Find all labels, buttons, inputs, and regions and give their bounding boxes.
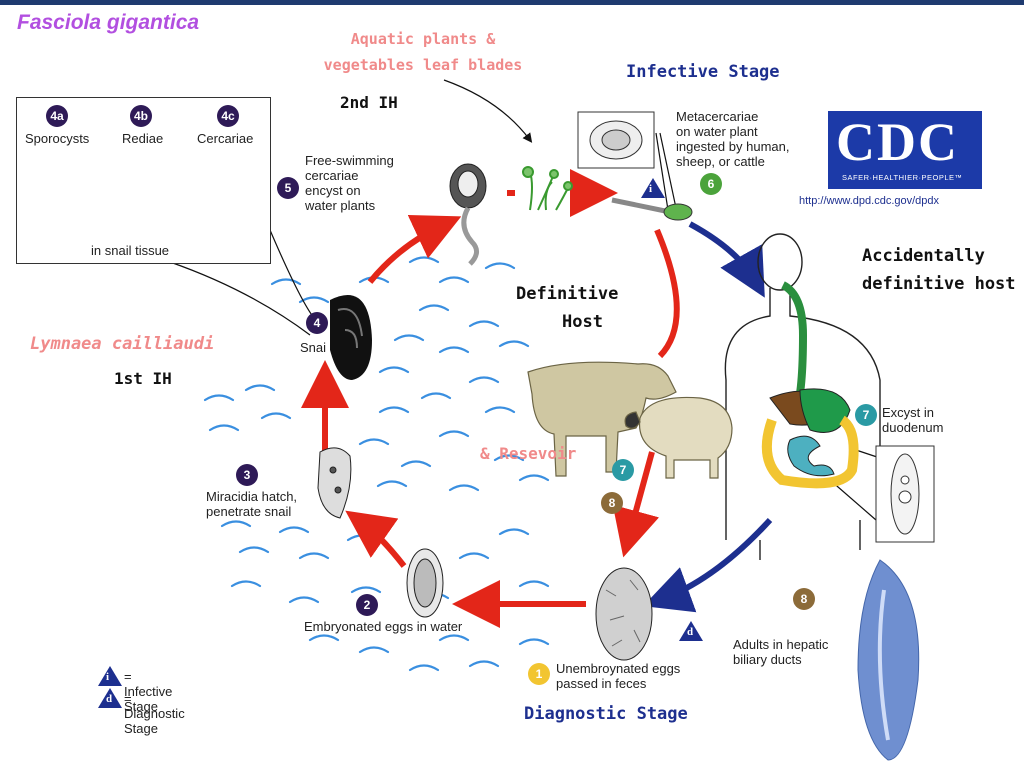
cdc-url[interactable]: http://www.dpd.cdc.gov/dpdx — [799, 195, 940, 207]
step-2-text: Embryonated eggs in water — [304, 619, 463, 634]
step-3-text-line1: Miracidia hatch, — [206, 489, 298, 504]
step-6-text-line4: sheep, or cattle — [676, 154, 765, 169]
rediae-label: Rediae — [122, 131, 164, 146]
blue-arrows — [643, 221, 773, 613]
step-1-text-line2: passed in feces — [556, 676, 647, 691]
embryonated-egg-drawing — [406, 548, 444, 618]
step-7-animal-badge: 7 — [612, 459, 634, 481]
legend-diagnostic-icon: d — [98, 688, 122, 708]
step-4-badge: 4 — [306, 312, 328, 334]
step-4c-badge: 4c — [217, 105, 239, 127]
step-8-text-line2: biliary ducts — [733, 652, 802, 667]
metacercaria-drawing — [577, 111, 655, 169]
second-ih-label: 2nd IH — [340, 93, 398, 112]
step-8-animal-badge: 8 — [601, 492, 623, 514]
snail-species-label: Lymnaea cailliaudi — [30, 334, 215, 354]
top-bar — [0, 0, 1024, 5]
step-7-text-line2: duodenum — [882, 420, 944, 435]
sporocysts-label: Sporocysts — [25, 131, 90, 146]
infective-stage-marker: i — [641, 178, 665, 198]
step-4b-badge: 4b — [130, 105, 152, 127]
cdc-tagline: SAFER·HEALTHIER·PEOPLE™ — [842, 173, 963, 182]
step-1-text-line1: Unembroynated eggs — [556, 661, 681, 676]
water-waves — [203, 256, 550, 672]
miracidium-drawing — [317, 447, 352, 519]
diagnostic-stage-marker: d — [679, 621, 703, 641]
cercaria-drawing — [449, 163, 487, 266]
step-4-text: Snai — [300, 340, 327, 355]
step-6-badge: 6 — [700, 173, 722, 195]
step-4a-badge: 4a — [46, 105, 68, 127]
accidental-host-line1: Accidentally — [862, 246, 985, 266]
step-3-badge: 3 — [236, 464, 258, 486]
step-8-text-line1: Adults in hepatic — [733, 637, 829, 652]
diagram-title: Fasciola gigantica — [17, 11, 200, 34]
inset-caption: in snail tissue — [91, 243, 170, 258]
first-ih-label: 1st IH — [114, 369, 172, 388]
cdc-logo: CDC SAFER·HEALTHIER·PEOPLE™ — [828, 111, 982, 189]
step-5-text-line2: cercariae — [305, 168, 359, 183]
excyst-drawing — [875, 445, 935, 543]
aquatic-plants-label-line2: vegetables leaf blades — [323, 56, 523, 74]
accidental-host-line2: definitive host — [862, 274, 1016, 294]
cercariae-label: Cercariae — [197, 131, 254, 146]
step-7-badge: 7 — [855, 404, 877, 426]
step-8-badge: 8 — [793, 588, 815, 610]
step-6-text-line1: Metacercariae — [676, 109, 759, 124]
infective-stage-label: Infective Stage — [626, 62, 780, 82]
legend-infective-text: = Infective Stage — [124, 669, 173, 714]
step-5-text-line1: Free-swimming — [305, 153, 394, 168]
step-3-text-line2: penetrate snail — [206, 504, 292, 519]
snail-tissue-inset: 4a Sporocysts 4b Rediae 4c Cercariae in … — [16, 97, 271, 264]
unembryonated-egg-drawing — [595, 567, 653, 661]
adult-fluke-drawing — [857, 559, 920, 761]
water-plant-drawing — [522, 166, 573, 211]
definitive-host-line1: Definitive — [516, 284, 619, 304]
spoon-drawing — [611, 197, 693, 221]
step-6-text-line2: on water plant — [676, 124, 758, 139]
diagnostic-stage-label: Diagnostic Stage — [524, 704, 688, 724]
definitive-host-line2: Host — [562, 312, 603, 332]
sheep-drawing — [624, 396, 733, 479]
step-5-text-line4: water plants — [305, 198, 376, 213]
reservoir-label: & Resevoir — [480, 444, 577, 463]
snail-drawing — [330, 295, 372, 380]
legend-infective-icon: i — [98, 666, 122, 686]
cdc-logo-text: CDC — [836, 112, 959, 172]
step-1-badge: 1 — [528, 663, 550, 685]
step-2-badge: 2 — [356, 594, 378, 616]
step-6-text-line3: ingested by human, — [676, 139, 790, 154]
legend-diagnostic-text: = Diagnostic Stage — [124, 691, 185, 736]
cow-drawing — [527, 361, 677, 477]
aquatic-plants-label-line1: Aquatic plants & — [350, 30, 496, 48]
digestive-tract — [761, 281, 859, 489]
step-5-badge: 5 — [277, 177, 299, 199]
step-5-text-line3: encyst on — [305, 183, 361, 198]
step-7-text-line1: Excyst in — [882, 405, 935, 420]
